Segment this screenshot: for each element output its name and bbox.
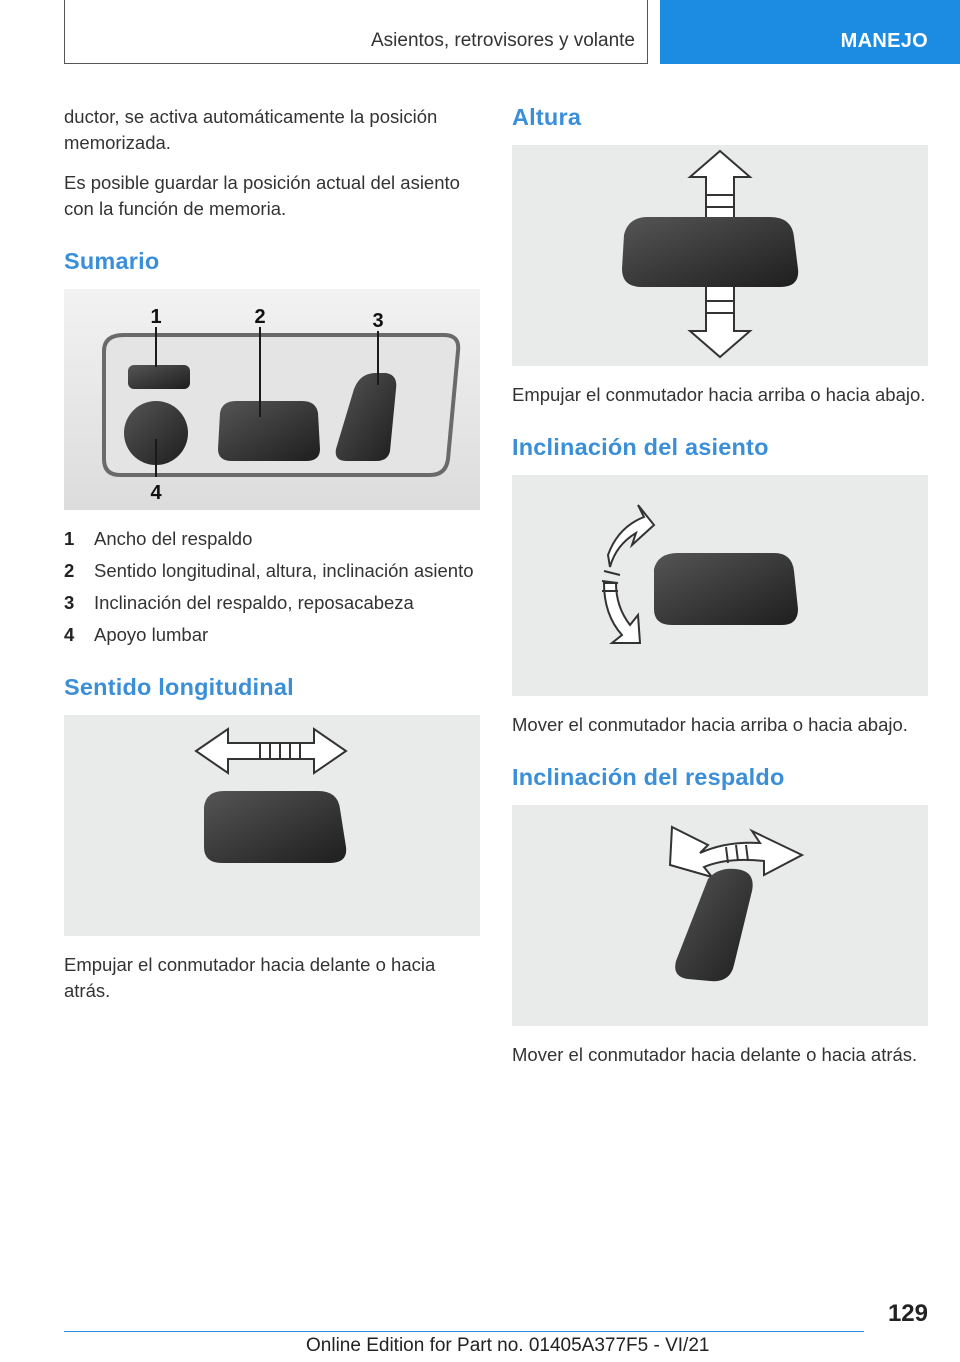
heading-sentido-longitudinal: Sentido longitudinal bbox=[64, 674, 294, 700]
figure-backrest-tilt-switch bbox=[512, 805, 928, 1026]
callout-4: 4 bbox=[150, 482, 162, 504]
right-column: Altura Empujar el conmutador hacia arrib… bbox=[512, 104, 928, 1082]
legend-item: 3 Inclinación del respaldo, reposacabeza bbox=[64, 590, 480, 616]
legend-number: 4 bbox=[64, 624, 75, 645]
header-chapter-label: MANEJO bbox=[840, 30, 928, 52]
heading-inclinacion-asiento: Inclinación del asiento bbox=[512, 434, 769, 460]
legend-text: Sentido longitudinal, altura, inclinació… bbox=[94, 560, 474, 581]
callout-3: 3 bbox=[372, 310, 383, 332]
callout-1: 1 bbox=[150, 306, 161, 328]
longitudinal-text: Empujar el conmutador hacia delante o ha… bbox=[64, 954, 436, 1001]
incl-asiento-text: Mover el conmutador hacia arriba o hacia… bbox=[512, 714, 908, 735]
callout-2: 2 bbox=[254, 306, 265, 328]
header-section-box: Asientos, retrovisores y volante bbox=[64, 0, 648, 64]
incl-respaldo-text: Mover el conmutador hacia delante o haci… bbox=[512, 1044, 918, 1065]
footer-edition: Online Edition for Part no. 01405A377F5 … bbox=[306, 1335, 710, 1356]
legend-number: 3 bbox=[64, 592, 75, 613]
footer-divider bbox=[64, 1331, 864, 1332]
figure-seat-controls-overview: 1 2 3 4 bbox=[64, 289, 480, 510]
figure-height-switch bbox=[512, 145, 928, 366]
legend-number: 1 bbox=[64, 528, 75, 549]
header-chapter-tab[interactable]: MANEJO bbox=[660, 0, 960, 64]
header-section-title: Asientos, retrovisores y volante bbox=[370, 30, 635, 51]
figure-seat-tilt-switch bbox=[512, 475, 928, 696]
legend-text: Inclinación del respaldo, reposacabeza bbox=[94, 592, 414, 613]
heading-inclinacion-respaldo: Inclinación del respaldo bbox=[512, 764, 785, 790]
legend-number: 2 bbox=[64, 560, 75, 581]
legend-item: 2 Sentido longitudinal, altura, inclinaci… bbox=[64, 558, 480, 584]
legend-item: 1 Ancho del respaldo bbox=[64, 526, 480, 552]
legend-text: Ancho del respaldo bbox=[94, 528, 253, 549]
figure-longitudinal-switch bbox=[64, 715, 480, 936]
intro-paragraph-2: Es posible guardar la posición actual de… bbox=[64, 172, 460, 219]
legend-list: 1 Ancho del respaldo 2 Sentido longitudina… bbox=[64, 526, 480, 648]
page-number: 129 bbox=[887, 1300, 928, 1327]
legend-item: 4 Apoyo lumbar bbox=[64, 622, 480, 648]
altura-text: Empujar el conmutador hacia arriba o hac… bbox=[512, 384, 926, 405]
intro-paragraph-1: ductor, se activa automáticamente la pos… bbox=[64, 106, 438, 153]
left-column: ductor, se activa automáticamente la pos… bbox=[64, 104, 480, 1018]
heading-sumario: Sumario bbox=[64, 248, 160, 274]
heading-altura: Altura bbox=[512, 104, 582, 130]
legend-text: Apoyo lumbar bbox=[94, 624, 209, 645]
